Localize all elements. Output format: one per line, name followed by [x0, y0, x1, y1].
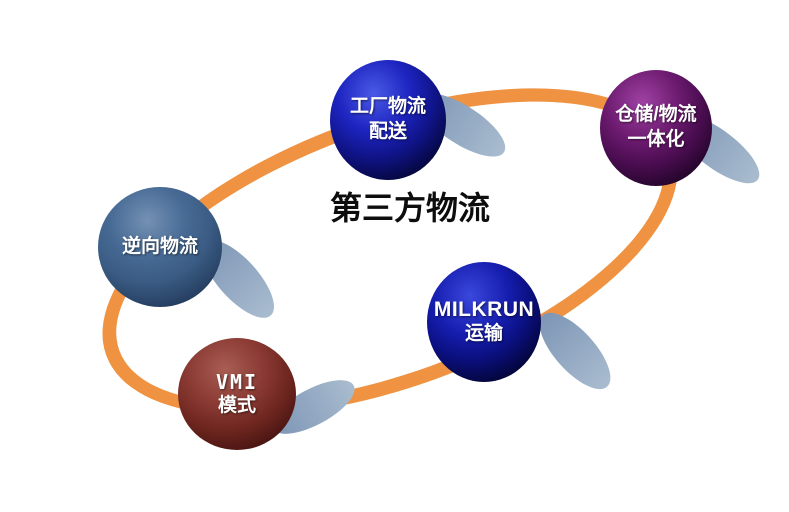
milkrun-node-shadow: [528, 301, 622, 401]
node-reverse-logistics: 逆向物流: [98, 187, 222, 307]
node-warehouse-logistics: 仓储/物流 一体化: [600, 70, 712, 186]
node-milkrun-transport: MILKRUN 运输: [427, 262, 541, 382]
node-label-line: 模式: [217, 394, 256, 416]
node-reverse-logistics-label: 逆向物流: [98, 187, 222, 307]
node-label-line: 仓储/物流: [615, 104, 697, 126]
node-label-line: 一体化: [627, 129, 685, 150]
diagram-title: 第三方物流: [329, 190, 490, 226]
node-label-line: 工厂物流: [349, 96, 426, 118]
node-warehouse-logistics-label: 仓储/物流 一体化: [600, 70, 712, 186]
node-label-line: 运输: [464, 323, 503, 345]
node-vmi-mode-label: VMI 模式: [178, 338, 296, 450]
node-label-line: 配送: [368, 121, 407, 142]
node-factory-logistics-label: 工厂物流 配送: [330, 60, 446, 180]
node-label-line: VMI: [215, 369, 259, 394]
node-milkrun-transport-label: MILKRUN 运输: [427, 262, 541, 382]
node-factory-logistics: 工厂物流 配送: [330, 60, 446, 180]
node-label-line: 逆向物流: [121, 235, 198, 257]
node-vmi-mode: VMI 模式: [178, 338, 296, 450]
node-label-line: MILKRUN: [433, 298, 535, 322]
